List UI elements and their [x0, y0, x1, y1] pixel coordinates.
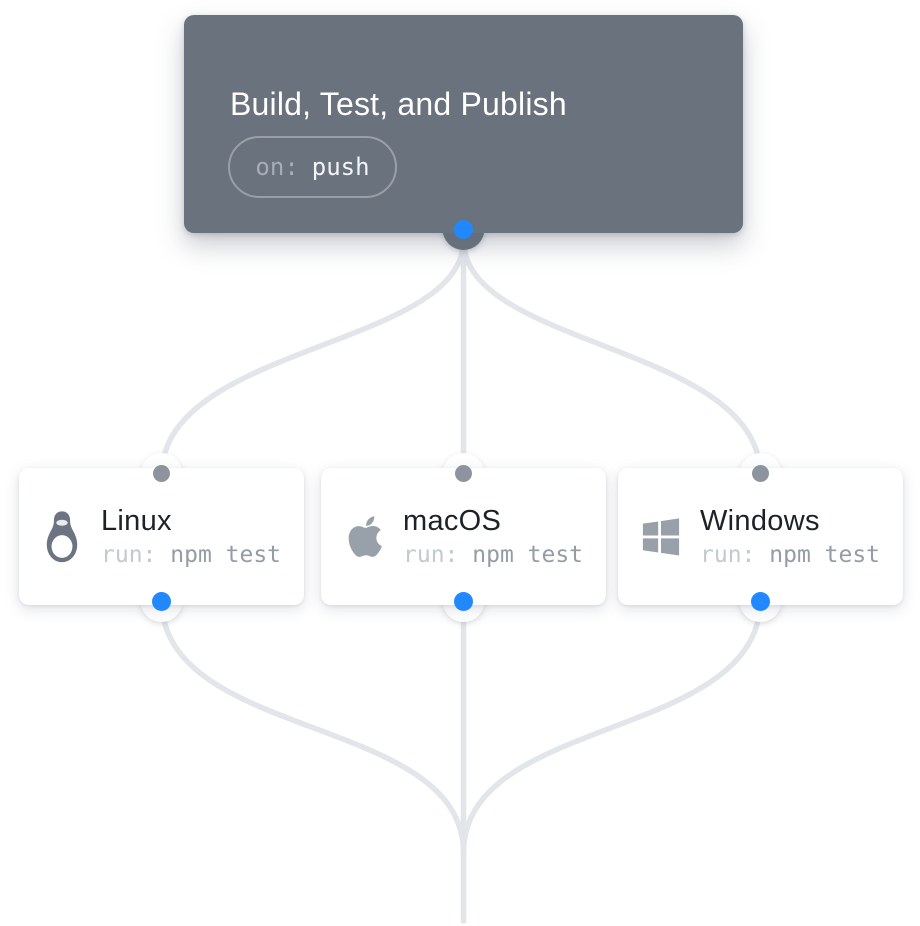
run-command: npm test	[769, 541, 881, 568]
run-key: run:	[403, 541, 459, 568]
trigger-event-pill: on: push	[228, 136, 397, 198]
trigger-value: push	[311, 153, 370, 181]
apple-icon	[344, 509, 384, 565]
job-node-linux[interactable]: Linux run: npm test	[19, 465, 304, 611]
job-title: Windows	[700, 504, 820, 537]
run-key: run:	[700, 541, 756, 568]
job-node-windows[interactable]: Windows run: npm test	[618, 465, 903, 611]
job-title: Linux	[101, 504, 172, 537]
edge-linux-to-merge	[158, 596, 467, 856]
job-run-line: run: npm test	[403, 541, 583, 569]
run-key: run:	[101, 541, 157, 568]
macos-output-port-dot	[454, 592, 473, 611]
linux-input-port-dot	[153, 465, 170, 482]
workflow-trigger-node[interactable]: Build, Test, and Publish on: push	[184, 15, 743, 239]
trigger-output-port-dot	[454, 220, 473, 239]
trigger-key: on:	[255, 153, 299, 181]
edge-trigger-to-linux	[158, 237, 467, 479]
run-command: npm test	[170, 541, 282, 568]
edge-windows-to-merge	[460, 596, 764, 856]
run-command: npm test	[472, 541, 584, 568]
job-run-line: run: npm test	[700, 541, 880, 569]
job-title: macOS	[403, 504, 502, 537]
tux-penguin-icon	[42, 509, 82, 565]
macos-input-port-dot	[455, 465, 472, 482]
job-run-line: run: npm test	[101, 541, 281, 569]
workflow-title: Build, Test, and Publish	[230, 86, 567, 122]
job-node-macos[interactable]: macOS run: npm test	[321, 465, 606, 611]
edge-trigger-to-windows	[460, 237, 764, 479]
linux-output-port-dot	[152, 592, 171, 611]
windows-input-port-dot	[752, 465, 769, 482]
windows-icon	[641, 509, 681, 565]
windows-output-port-dot	[751, 592, 770, 611]
